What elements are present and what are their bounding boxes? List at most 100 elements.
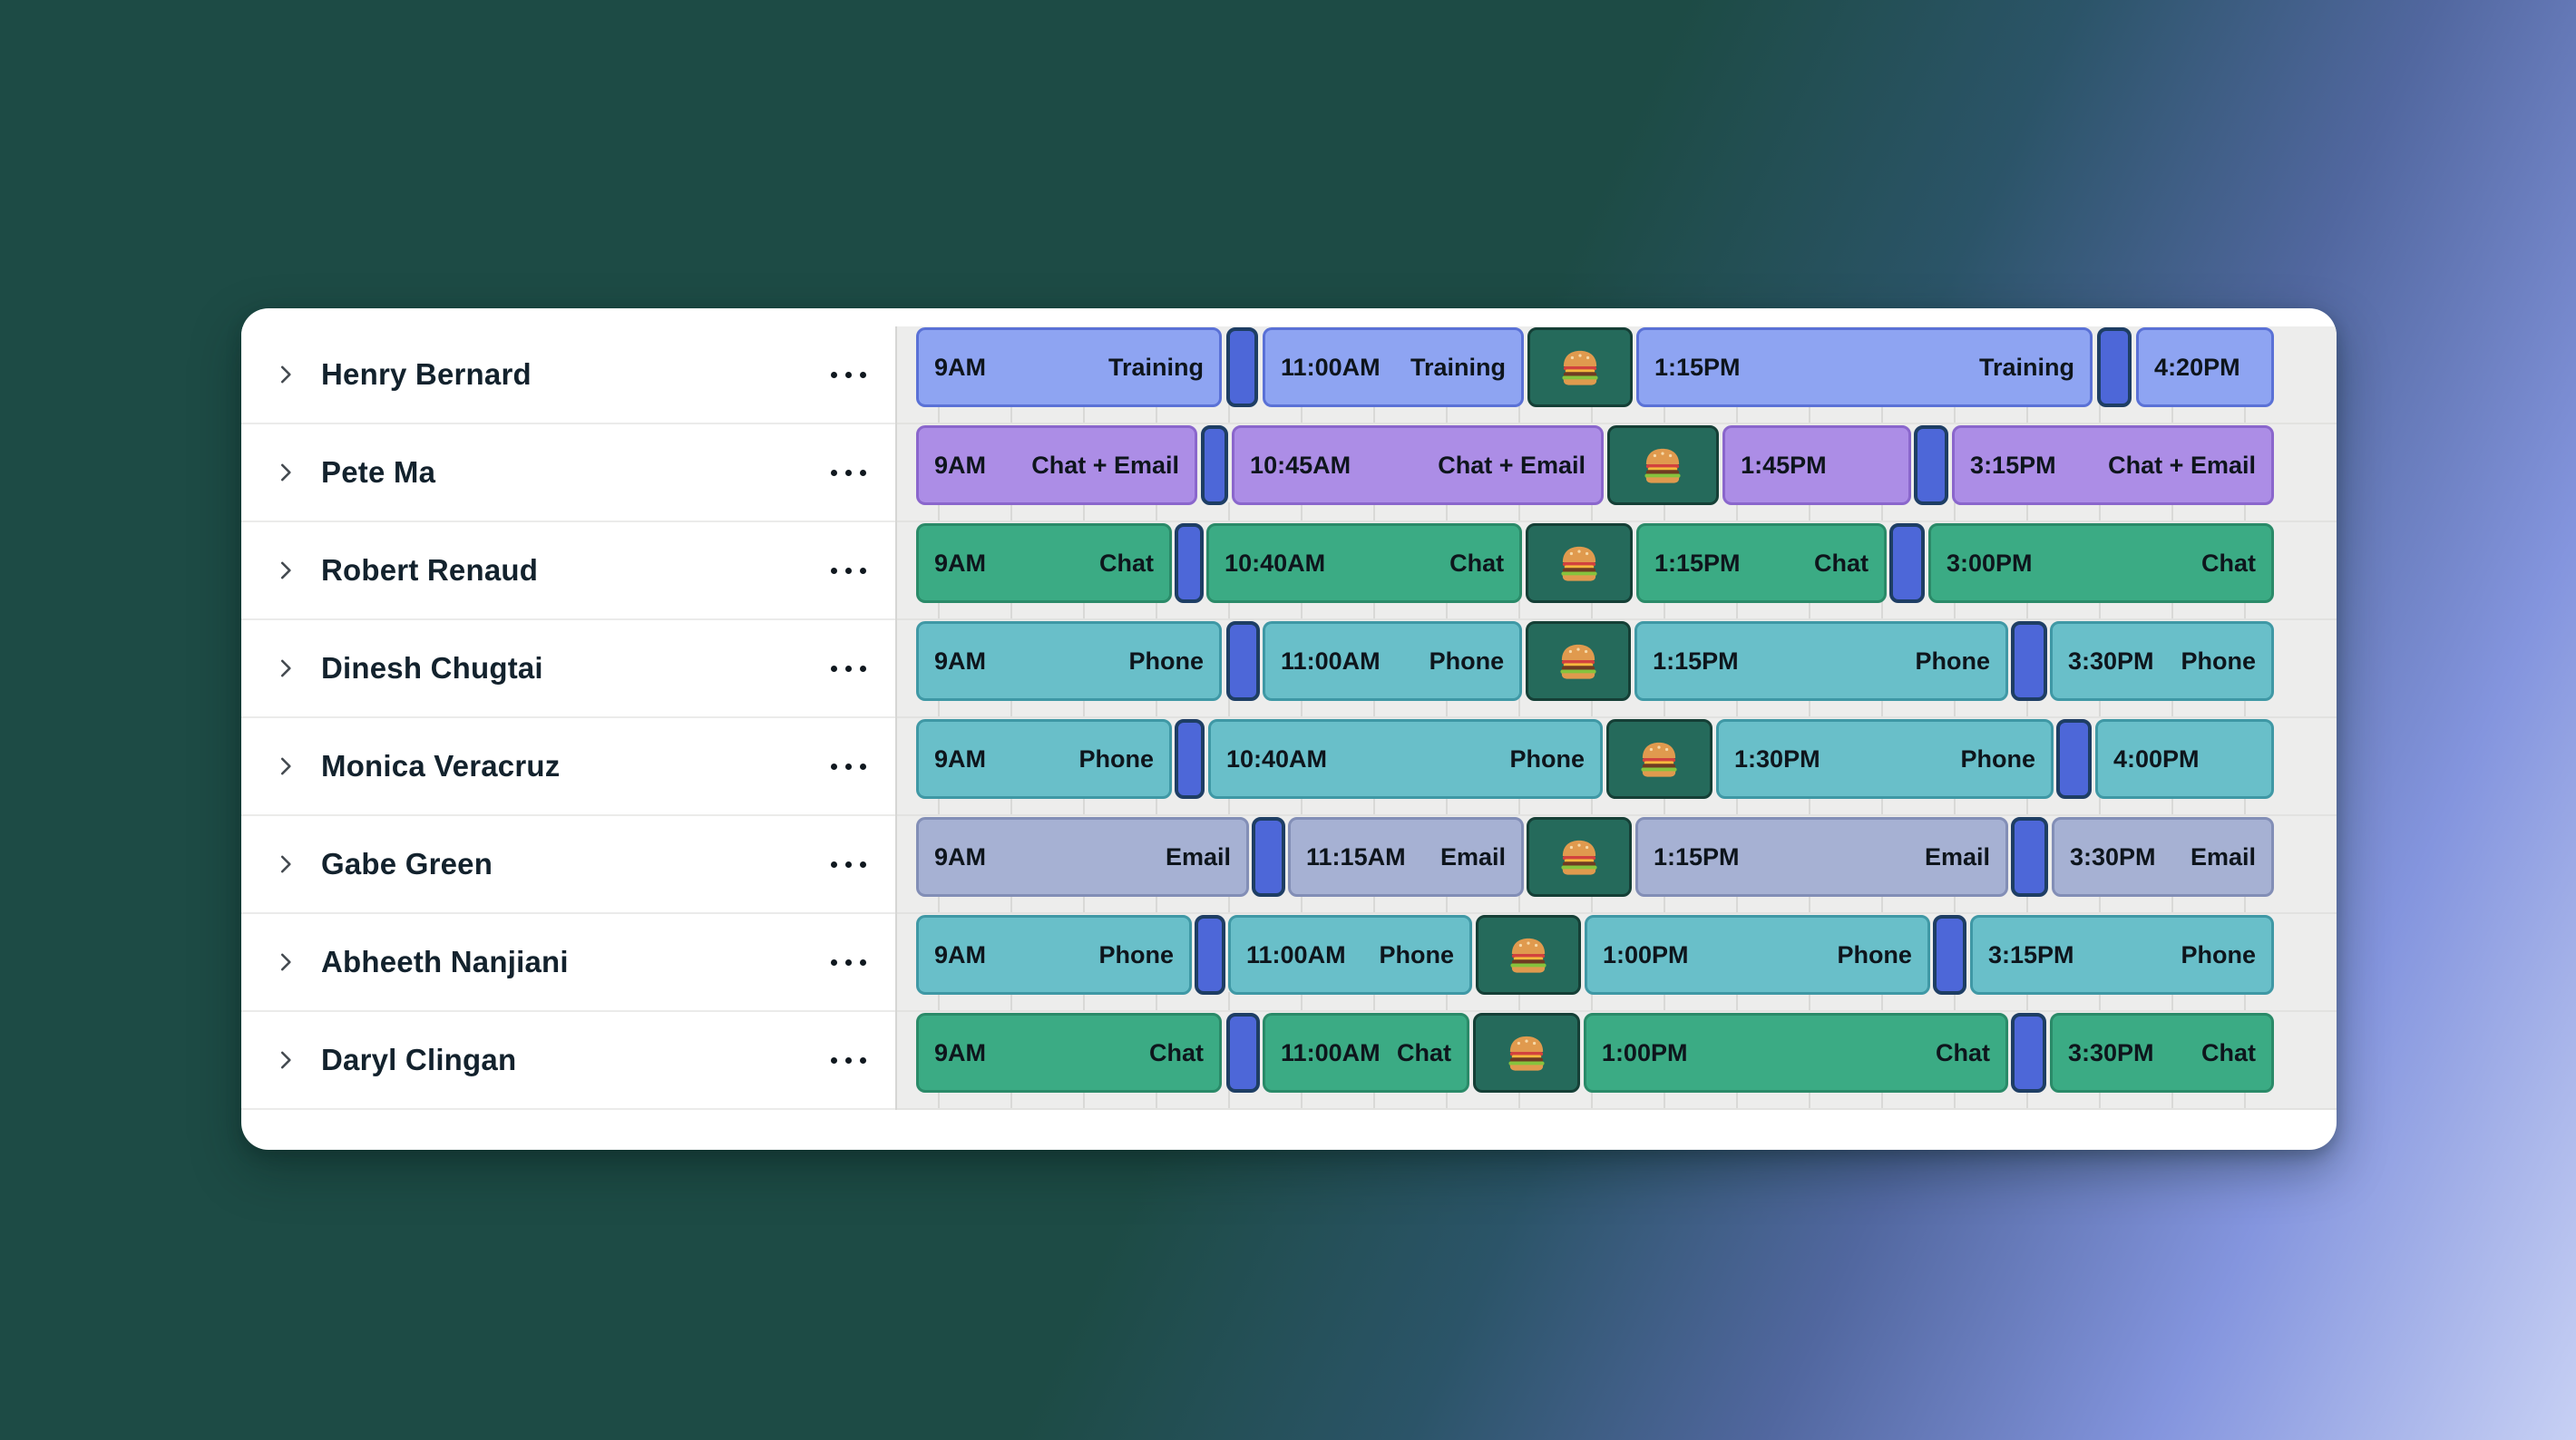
- chevron-right-icon[interactable]: [274, 559, 298, 582]
- shift-start-time: 4:20PM: [2154, 353, 2240, 381]
- shift-activity: Chat: [1936, 1038, 1991, 1066]
- break-block[interactable]: [2056, 719, 2092, 799]
- agent-row: Monica Veracruz: [241, 718, 895, 816]
- break-block[interactable]: [1913, 425, 1948, 505]
- lunch-block[interactable]: [1473, 1013, 1581, 1093]
- agent-name: Pete Ma: [321, 455, 436, 489]
- lunch-block[interactable]: [1527, 817, 1633, 897]
- break-block[interactable]: [2011, 621, 2047, 701]
- break-block[interactable]: [1889, 523, 1926, 603]
- row-menu-button[interactable]: [831, 461, 866, 485]
- row-menu-button[interactable]: [831, 950, 866, 975]
- break-block[interactable]: [1226, 621, 1261, 701]
- shift-start-time: 9AM: [934, 549, 987, 577]
- shift-start-time: 11:15AM: [1306, 842, 1406, 871]
- shift-start-time: 1:15PM: [1653, 842, 1740, 871]
- burger-icon: [1638, 740, 1680, 778]
- chevron-right-icon[interactable]: [274, 657, 298, 680]
- break-block[interactable]: [2011, 817, 2049, 897]
- burger-icon: [1506, 1034, 1547, 1072]
- agent-name: Robert Renaud: [321, 553, 539, 587]
- break-block[interactable]: [1226, 327, 1259, 407]
- row-menu-button[interactable]: [831, 1048, 866, 1073]
- chevron-right-icon[interactable]: [274, 461, 298, 484]
- break-block[interactable]: [2096, 327, 2132, 407]
- chevron-right-icon[interactable]: [274, 754, 298, 778]
- break-block[interactable]: [2011, 1013, 2046, 1093]
- break-block[interactable]: [1226, 1013, 1261, 1093]
- break-block[interactable]: [1175, 523, 1205, 603]
- shift-block[interactable]: 4:20PM: [2136, 327, 2274, 407]
- shift-block[interactable]: 3:15PM Phone: [1969, 915, 2274, 995]
- lunch-block[interactable]: [1526, 621, 1632, 701]
- lunch-block[interactable]: [1526, 523, 1633, 603]
- row-menu-button[interactable]: [831, 754, 866, 779]
- shift-activity: Email: [1166, 842, 1232, 871]
- shift-start-time: 9AM: [934, 1038, 987, 1066]
- chevron-right-icon[interactable]: [274, 950, 298, 974]
- break-block[interactable]: [1932, 915, 1966, 995]
- agent-row: Gabe Green: [241, 816, 895, 914]
- lunch-block[interactable]: [1606, 425, 1720, 505]
- break-block[interactable]: [1175, 719, 1205, 799]
- shift-start-time: 3:15PM: [1987, 940, 2074, 968]
- agent-row: Daryl Clingan: [241, 1012, 895, 1110]
- row-menu-button[interactable]: [831, 559, 866, 583]
- break-block[interactable]: [1200, 425, 1228, 505]
- chevron-right-icon[interactable]: [274, 363, 298, 386]
- row-menu-button[interactable]: [831, 657, 866, 681]
- chevron-right-icon[interactable]: [274, 852, 298, 876]
- break-block[interactable]: [1195, 915, 1225, 995]
- agent-name: Dinesh Chugtai: [321, 651, 543, 685]
- shift-start-time: 1:15PM: [1653, 647, 1739, 675]
- agent-name: Daryl Clingan: [321, 1043, 517, 1076]
- shift-start-time: 3:30PM: [2067, 1038, 2154, 1066]
- shift-start-time: 3:00PM: [1947, 549, 2033, 577]
- lunch-block[interactable]: [1476, 915, 1581, 995]
- shift-block[interactable]: 4:00PM: [2094, 719, 2274, 799]
- shift-start-time: 9AM: [934, 842, 987, 871]
- row-menu-button[interactable]: [831, 852, 866, 877]
- agent-name: Gabe Green: [321, 847, 493, 881]
- break-block[interactable]: [1252, 817, 1286, 897]
- hour-ticks: [897, 894, 2337, 912]
- row-menu-button[interactable]: [831, 363, 866, 387]
- shift-start-time: 11:00AM: [1246, 940, 1346, 968]
- chevron-right-icon[interactable]: [274, 1048, 298, 1072]
- shift-block[interactable]: 1:45PM: [1722, 425, 1911, 505]
- lunch-block[interactable]: [1527, 327, 1633, 407]
- shift-block[interactable]: 9AM Email: [916, 817, 1250, 897]
- shift-activity: Phone: [2181, 940, 2256, 968]
- lunch-block[interactable]: [1605, 719, 1712, 799]
